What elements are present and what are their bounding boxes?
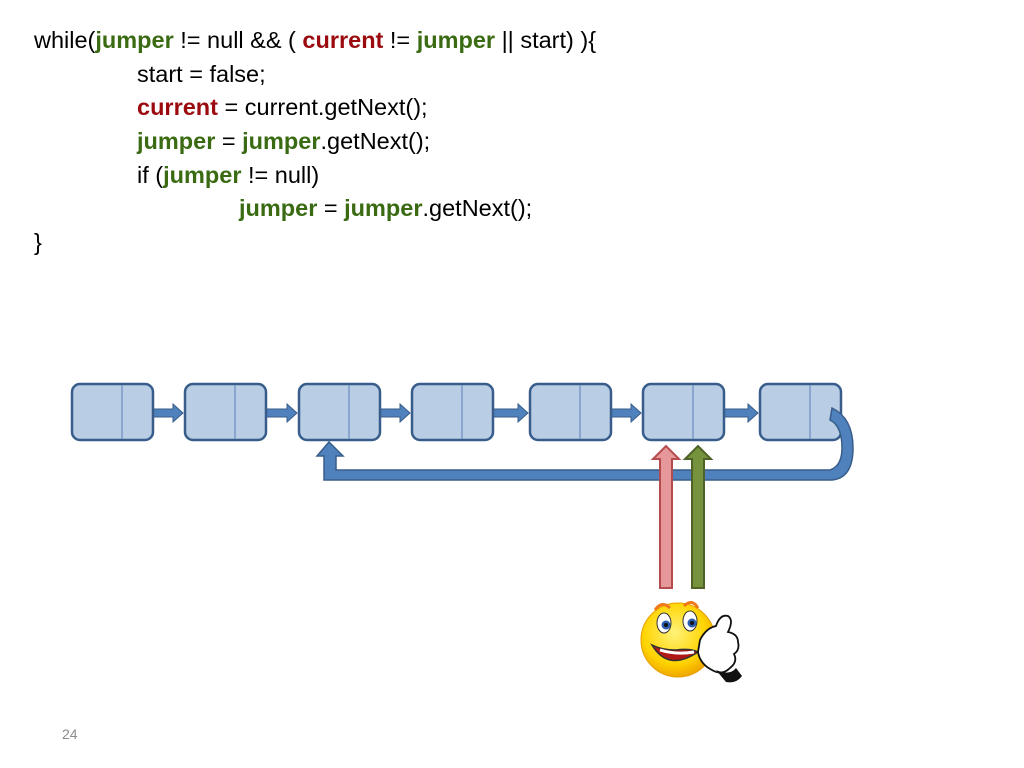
code-text: if ( xyxy=(137,161,164,188)
node-box xyxy=(641,382,726,442)
smiley-pupil-dot xyxy=(690,621,694,625)
node-box xyxy=(297,382,382,442)
smiley-teeth xyxy=(659,648,695,655)
code-text: = xyxy=(317,195,345,222)
code-line: if (jumper != null) xyxy=(34,159,596,193)
cycle-back-arrow xyxy=(315,406,854,481)
node-box xyxy=(183,382,268,442)
current-pointer-arrow xyxy=(650,444,682,589)
code-line: jumper = jumper.getNext(); xyxy=(34,192,596,226)
list-node xyxy=(183,382,268,442)
smiley-brow-left xyxy=(653,603,672,611)
thumbs-up-sleeve xyxy=(716,668,742,683)
code-block: while(jumper != null && ( current != jum… xyxy=(34,24,596,260)
code-text: != xyxy=(383,27,417,53)
code-text: .getNext(); xyxy=(422,195,533,222)
list-node xyxy=(641,382,726,442)
list-node xyxy=(410,382,495,442)
node-box xyxy=(410,382,495,442)
list-node xyxy=(528,382,613,442)
code-text: = current.getNext(); xyxy=(217,94,428,121)
code-variable-jumper: jumper xyxy=(416,27,496,53)
smiley-brow-right xyxy=(682,601,700,609)
code-text: != null && ( xyxy=(173,27,303,53)
node-box xyxy=(758,382,843,442)
code-variable-jumper: jumper xyxy=(137,128,216,155)
code-variable-jumper: jumper xyxy=(242,128,321,155)
code-text: || start) ){ xyxy=(495,27,597,53)
node-box xyxy=(70,382,155,442)
code-text: } xyxy=(34,229,42,256)
code-variable-current: current xyxy=(302,27,384,53)
code-line: while(jumper != null && ( current != jum… xyxy=(34,24,596,58)
code-line: jumper = jumper.getNext(); xyxy=(34,125,596,159)
jumper-pointer-arrow xyxy=(682,444,714,589)
code-variable-jumper: jumper xyxy=(95,27,174,53)
code-text: .getNext(); xyxy=(320,128,431,155)
code-variable-jumper: jumper xyxy=(239,195,318,222)
smiley-thumbs-up-icon xyxy=(640,601,742,683)
list-node xyxy=(70,382,155,442)
code-line: } xyxy=(34,226,596,260)
code-line: current = current.getNext(); xyxy=(34,91,596,125)
code-text: = xyxy=(215,128,243,155)
node-box xyxy=(528,382,613,442)
list-node xyxy=(297,382,382,442)
code-text: != null) xyxy=(241,161,320,188)
list-node xyxy=(758,382,843,442)
code-variable-jumper: jumper xyxy=(344,195,423,222)
code-variable-current: current xyxy=(137,94,218,121)
smiley-pupil-dot xyxy=(664,623,668,627)
code-text: while( xyxy=(34,27,96,53)
code-text: start = false; xyxy=(137,60,266,87)
thumbs-up-hand xyxy=(697,614,740,674)
code-variable-jumper: jumper xyxy=(163,161,242,188)
code-line: start = false; xyxy=(34,58,596,92)
page-number: 24 xyxy=(62,726,78,742)
